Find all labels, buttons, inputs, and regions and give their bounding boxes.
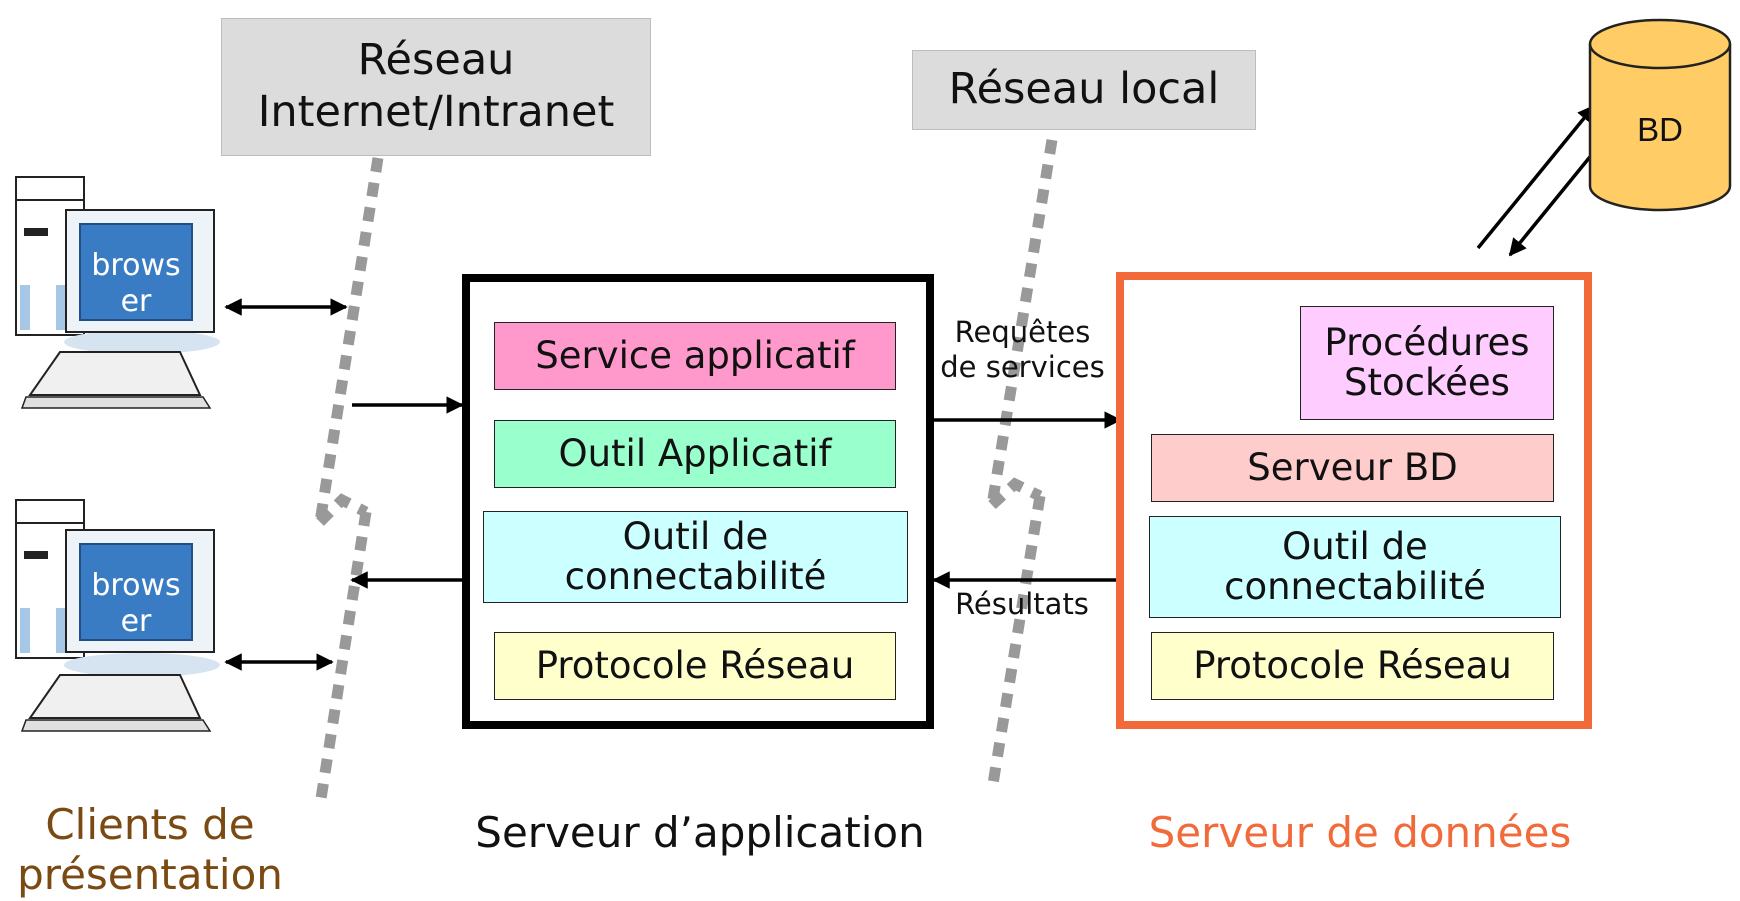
- requests-label: Requêtes de services: [940, 315, 1105, 384]
- database-label: BD: [1637, 111, 1683, 148]
- browser-label-top: brows er: [91, 248, 181, 319]
- layer-outil-applicatif: Outil Applicatif: [494, 420, 896, 488]
- app-server-caption: Serveur d’application: [475, 808, 925, 857]
- layer-app-connectabilite: Outil de connectabilité: [483, 511, 908, 603]
- local-network-label: Réseau local: [912, 50, 1256, 130]
- layer-data-connectabilite: Outil de connectabilité: [1149, 516, 1561, 618]
- local-network-line: [986, 139, 1058, 791]
- internet-label-line2: Internet/Intranet: [257, 87, 615, 137]
- layer-procedures-stockees: Procédures Stockées: [1300, 306, 1554, 420]
- results-label: Résultats: [955, 587, 1089, 621]
- data-server-caption: Serveur de données: [1148, 808, 1572, 857]
- internet-network-label: Réseau Internet/Intranet: [221, 18, 651, 156]
- internet-network-line: [314, 157, 384, 806]
- layer-data-protocole: Protocole Réseau: [1151, 632, 1554, 700]
- layer-service-applicatif: Service applicatif: [494, 322, 896, 390]
- layer-serveur-bd: Serveur BD: [1151, 434, 1554, 502]
- layer-app-protocole: Protocole Réseau: [494, 632, 896, 700]
- clients-caption: Clients de présentation: [17, 800, 283, 900]
- browser-label-bottom: brows er: [91, 568, 181, 639]
- server-to-db-arrow: [1476, 104, 1596, 250]
- internet-label-line1: Réseau: [357, 35, 515, 86]
